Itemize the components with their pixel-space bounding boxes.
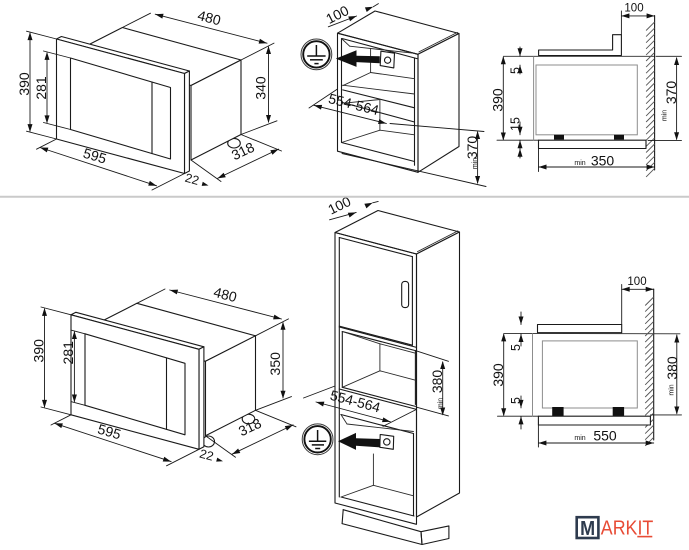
svg-text:min: min <box>574 160 585 167</box>
svg-text:340: 340 <box>253 76 269 100</box>
svg-text:ARKIT: ARKIT <box>601 518 654 540</box>
svg-text:281: 281 <box>60 341 76 365</box>
svg-text:595: 595 <box>96 421 123 443</box>
svg-text:390: 390 <box>30 339 46 363</box>
svg-text:100: 100 <box>624 3 643 15</box>
svg-text:390: 390 <box>490 88 506 112</box>
svg-text:281: 281 <box>33 76 49 100</box>
svg-text:480: 480 <box>212 284 239 305</box>
svg-text:370: 370 <box>663 81 679 105</box>
svg-text:390: 390 <box>490 363 506 387</box>
svg-text:5: 5 <box>509 397 523 404</box>
svg-text:350: 350 <box>267 352 283 376</box>
svg-text:480: 480 <box>196 7 223 28</box>
svg-text:350: 350 <box>591 153 615 169</box>
svg-text:380: 380 <box>429 370 445 394</box>
svg-text:370: 370 <box>464 136 480 160</box>
svg-text:380: 380 <box>664 356 680 380</box>
svg-text:100: 100 <box>627 276 646 288</box>
svg-text:15: 15 <box>508 117 522 131</box>
svg-text:min: min <box>437 398 444 409</box>
svg-text:595: 595 <box>81 145 108 167</box>
svg-text:min: min <box>574 435 585 442</box>
svg-text:min: min <box>472 158 479 169</box>
svg-text:5: 5 <box>509 344 523 351</box>
svg-text:22: 22 <box>184 171 201 188</box>
svg-text:22: 22 <box>198 447 215 464</box>
svg-text:min: min <box>662 110 669 121</box>
svg-text:390: 390 <box>16 72 32 96</box>
svg-text:M: M <box>580 518 595 540</box>
svg-text:550: 550 <box>593 428 617 444</box>
svg-text:min: min <box>669 384 676 395</box>
svg-text:5: 5 <box>508 67 522 74</box>
